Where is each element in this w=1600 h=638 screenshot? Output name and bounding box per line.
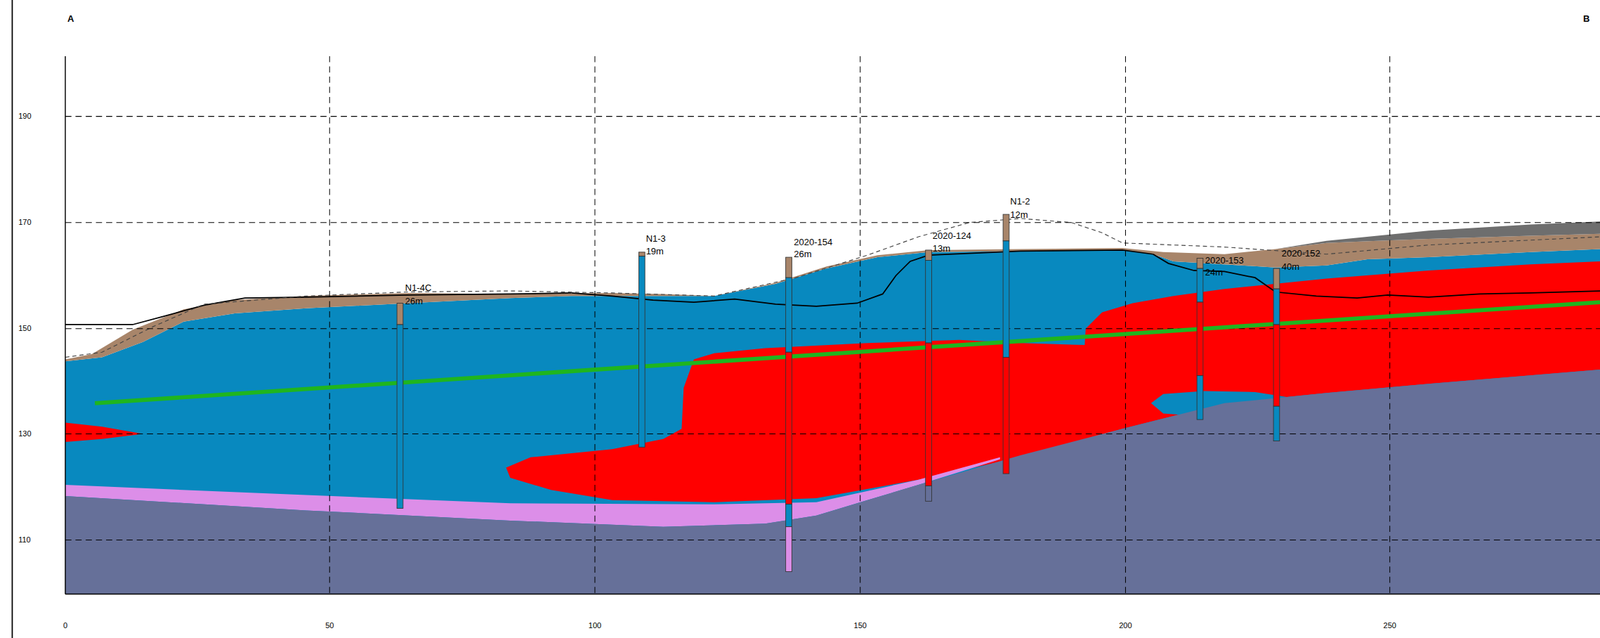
borehole-depth: 13m <box>932 243 951 253</box>
borehole-name: 2020-152 <box>1281 248 1321 258</box>
borehole-segment <box>638 256 645 448</box>
axis-tick-label: 190 <box>18 112 31 121</box>
borehole-segment <box>1196 302 1204 376</box>
axis-tick-label: 170 <box>18 218 31 227</box>
borehole-segment <box>1002 240 1010 358</box>
borehole <box>1196 258 1204 421</box>
grid-line <box>65 433 1600 435</box>
borehole-segment <box>785 257 793 278</box>
borehole-name: N1-3 <box>646 233 666 244</box>
axis-tick-label: 200 <box>1118 621 1132 630</box>
borehole-depth: 12m <box>1010 210 1028 220</box>
borehole-depth: 26m <box>793 249 812 259</box>
borehole-segment <box>396 324 404 509</box>
grid-line <box>1125 56 1126 595</box>
borehole-depth: 26m <box>405 296 423 306</box>
axis-tick-label: 150 <box>854 621 867 630</box>
grid-line <box>65 221 1600 223</box>
section-end-label: B <box>1583 14 1590 24</box>
borehole-name: 2020-153 <box>1205 255 1244 265</box>
borehole-depth: 19m <box>646 246 664 256</box>
borehole-segment <box>396 302 404 325</box>
borehole-name: N1-2 <box>1010 196 1030 206</box>
grid-line <box>594 56 595 595</box>
borehole <box>638 252 645 447</box>
borehole-segment <box>1002 214 1010 241</box>
axis-tick-label: 150 <box>18 324 31 333</box>
axis-tick-label: 130 <box>18 429 31 438</box>
axis-tick-label: 50 <box>325 621 334 630</box>
dashed-ground-line <box>65 218 1600 358</box>
borehole-segment <box>785 277 793 352</box>
borehole-segment <box>638 252 645 257</box>
borehole-segment <box>1002 356 1010 474</box>
borehole-segment <box>1273 405 1280 441</box>
red-lens <box>65 422 143 442</box>
axis-tick-label: 100 <box>588 621 602 630</box>
axis-tick-label: 0 <box>63 621 68 630</box>
borehole-segment <box>785 351 793 504</box>
axis-line <box>65 593 1600 595</box>
borehole-segment <box>785 526 793 572</box>
borehole-name: 2020-124 <box>932 231 972 241</box>
axis-tick-label: 110 <box>18 535 31 544</box>
axis-tick-label: 250 <box>1383 621 1397 630</box>
fill-layer <box>1275 221 1600 249</box>
axis-line <box>64 56 66 595</box>
borehole-segment <box>785 504 793 527</box>
grid-line <box>65 328 1600 329</box>
grid-line <box>65 115 1600 117</box>
bedrock-layer <box>65 369 1600 595</box>
borehole-segment <box>1273 324 1280 406</box>
borehole-segment <box>925 250 933 261</box>
ground-line <box>65 292 572 325</box>
profile-line <box>1153 254 1600 298</box>
grid-line <box>65 539 1600 541</box>
borehole-segment <box>925 486 933 502</box>
section-end-label: A <box>67 14 74 24</box>
frame-line <box>11 0 14 638</box>
borehole-name: 2020-154 <box>793 237 833 247</box>
borehole-segment <box>925 259 933 343</box>
borehole <box>1002 214 1010 474</box>
borehole-depth: 40m <box>1281 261 1300 272</box>
borehole <box>1273 268 1280 442</box>
borehole-segment <box>1273 288 1280 325</box>
borehole-segment <box>1196 268 1204 303</box>
borehole-segment <box>1273 268 1280 289</box>
grid-line <box>859 56 861 595</box>
borehole-segment <box>1196 375 1204 420</box>
grid-line <box>329 56 331 595</box>
grid-line <box>1389 56 1390 595</box>
section-line <box>94 302 1600 404</box>
borehole-segment <box>925 342 933 486</box>
borehole <box>925 250 933 501</box>
borehole <box>396 302 404 508</box>
borehole <box>785 257 793 572</box>
borehole-name: N1-4C <box>405 283 432 293</box>
profile-line <box>571 250 1154 307</box>
borehole-segment <box>1196 258 1204 270</box>
borehole-depth: 24m <box>1205 267 1223 277</box>
